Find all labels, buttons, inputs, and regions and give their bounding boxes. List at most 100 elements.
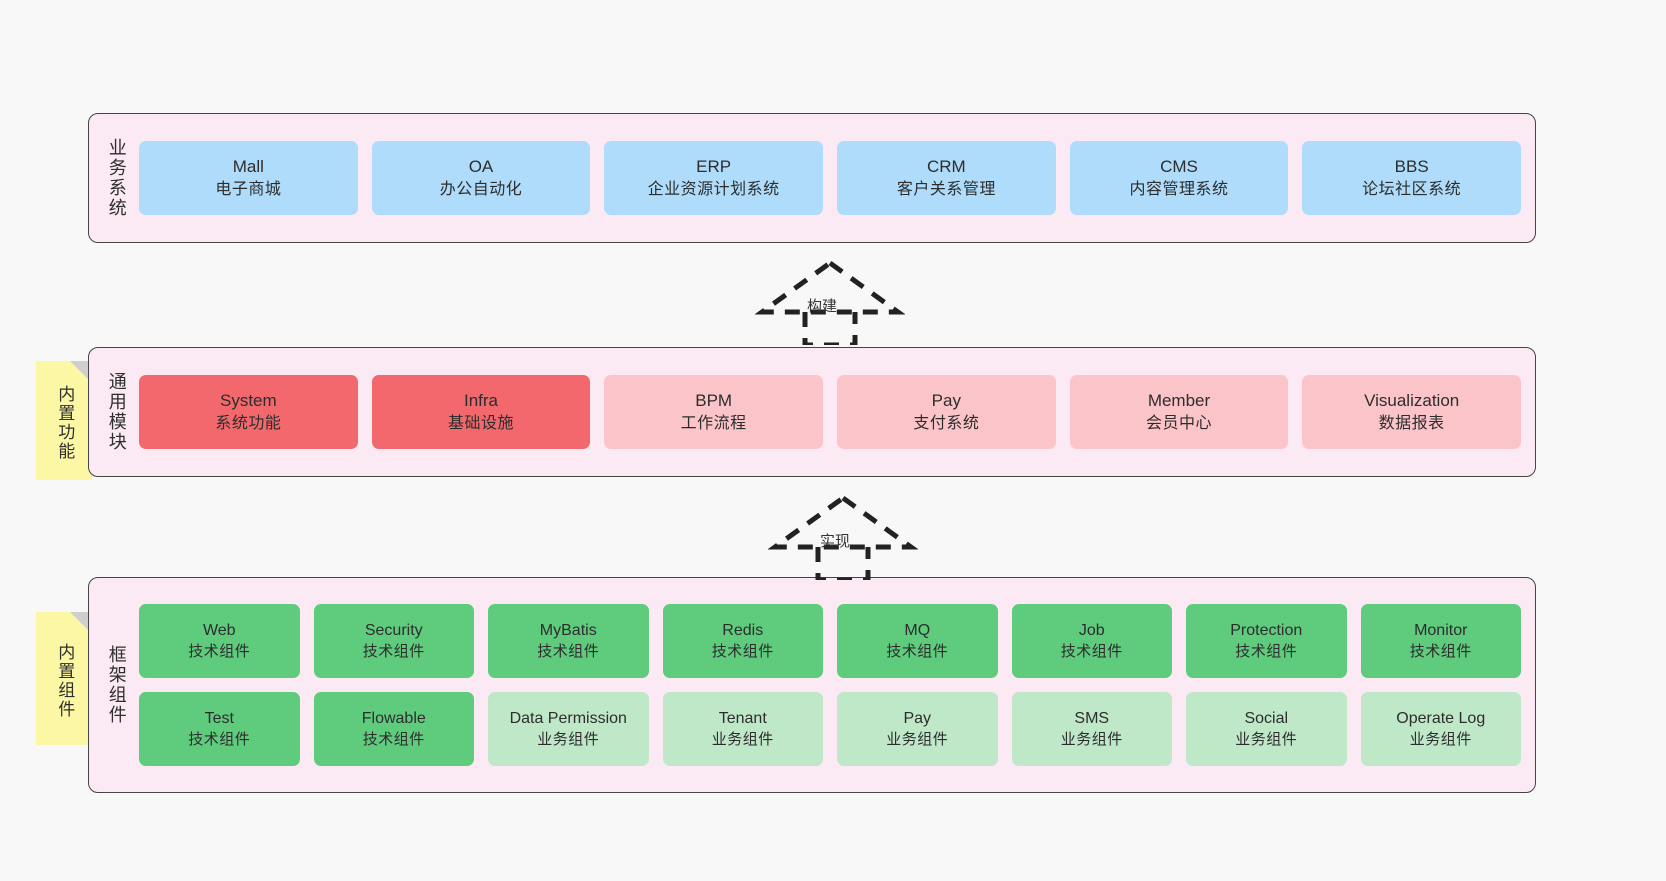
- card-subtitle: 业务组件: [1409, 730, 1472, 748]
- card-row: System 系统功能 Infra 基础设施 BPM 工作流程 Pay 支付系统…: [139, 375, 1521, 449]
- card-crm[interactable]: CRM 客户关系管理: [837, 141, 1056, 215]
- card-title: Operate Log: [1396, 710, 1486, 728]
- card-protection[interactable]: Protection 技术组件: [1186, 604, 1347, 678]
- card-title: Pay: [931, 390, 961, 410]
- card-title: ERP: [696, 156, 732, 176]
- card-title: Job: [1078, 622, 1105, 640]
- card-redis[interactable]: Redis 技术组件: [662, 604, 823, 678]
- card-subtitle: 系统功能: [215, 414, 282, 432]
- card-title: Visualization: [1364, 390, 1460, 410]
- card-title: Protection: [1230, 622, 1303, 640]
- card-test[interactable]: Test 技术组件: [139, 692, 300, 766]
- card-title: Web: [202, 622, 236, 640]
- card-row: Mall 电子商城 OA 办公自动化 ERP 企业资源计划系统 CRM 客户关系…: [139, 141, 1521, 215]
- card-row: Test 技术组件 Flowable 技术组件 Data Permission …: [139, 692, 1521, 766]
- layer-title-text: 通用模块: [106, 372, 127, 452]
- card-title: Redis: [722, 622, 764, 640]
- card-job[interactable]: Job 技术组件: [1011, 604, 1172, 678]
- card-mybatis[interactable]: MyBatis 技术组件: [488, 604, 649, 678]
- card-title: Mall: [232, 156, 264, 176]
- sticky-note-builtin-features: 内置功能: [36, 361, 92, 480]
- card-title: CRM: [926, 156, 966, 176]
- card-subtitle: 技术组件: [1409, 642, 1472, 660]
- card-title: Tenant: [718, 710, 767, 728]
- card-title: Member: [1147, 390, 1211, 410]
- card-title: CMS: [1160, 156, 1198, 176]
- card-title: Social: [1244, 710, 1289, 728]
- card-subtitle: 业务组件: [1235, 730, 1298, 748]
- connector-label: 实现: [820, 533, 851, 550]
- card-subtitle: 技术组件: [188, 730, 251, 748]
- card-infra[interactable]: Infra 基础设施: [371, 375, 591, 449]
- card-member[interactable]: Member 会员中心: [1069, 375, 1289, 449]
- card-bpm[interactable]: BPM 工作流程: [604, 375, 823, 449]
- layer-title-text: 业务系统: [106, 138, 127, 218]
- card-subtitle: 企业资源计划系统: [647, 180, 780, 198]
- card-subtitle: 业务组件: [886, 730, 949, 748]
- layer-title-common-modules: 通用模块: [89, 348, 139, 476]
- card-flowable[interactable]: Flowable 技术组件: [313, 692, 474, 766]
- card-title: Pay: [903, 710, 932, 728]
- card-bbs[interactable]: BBS 论坛社区系统: [1302, 141, 1521, 215]
- card-title: SMS: [1074, 710, 1110, 728]
- card-subtitle: 技术组件: [362, 642, 425, 660]
- card-subtitle: 内容管理系统: [1129, 180, 1229, 198]
- folded-corner-icon: [70, 361, 92, 383]
- card-operate-log[interactable]: Operate Log 业务组件: [1360, 692, 1521, 766]
- card-subtitle: 技术组件: [886, 642, 949, 660]
- card-title: Monitor: [1414, 622, 1468, 640]
- card-tenant[interactable]: Tenant 业务组件: [662, 692, 823, 766]
- card-subtitle: 办公自动化: [439, 180, 523, 198]
- card-subtitle: 论坛社区系统: [1362, 180, 1462, 198]
- connector-build: 构建: [754, 255, 906, 348]
- card-system[interactable]: System 系统功能: [139, 375, 358, 449]
- card-data-permission[interactable]: Data Permission 业务组件: [488, 692, 649, 766]
- sticky-note-label: 内置功能: [55, 384, 75, 461]
- connector-label: 构建: [807, 298, 838, 315]
- card-security[interactable]: Security 技术组件: [313, 604, 474, 678]
- card-subtitle: 业务组件: [537, 730, 600, 748]
- sticky-note-label: 内置组件: [55, 642, 75, 719]
- card-pay[interactable]: Pay 支付系统: [837, 375, 1056, 449]
- card-title: MyBatis: [539, 622, 597, 640]
- sticky-note-builtin-components: 内置组件: [36, 612, 92, 745]
- card-title: BPM: [695, 390, 733, 410]
- card-title: MQ: [904, 622, 931, 640]
- card-title: OA: [468, 156, 494, 176]
- layer-business-systems: 业务系统 Mall 电子商城 OA 办公自动化 ERP 企业资源计划系统 CRM: [88, 113, 1536, 243]
- card-monitor[interactable]: Monitor 技术组件: [1360, 604, 1521, 678]
- card-sms[interactable]: SMS 业务组件: [1011, 692, 1172, 766]
- card-subtitle: 基础设施: [447, 414, 514, 432]
- card-title: Flowable: [361, 710, 426, 728]
- card-mall[interactable]: Mall 电子商城: [139, 141, 358, 215]
- layer-framework-components: 框架组件 Web 技术组件 Security 技术组件 MyBatis 技术组件…: [88, 577, 1536, 793]
- folded-corner-icon: [70, 612, 92, 634]
- card-subtitle: 业务组件: [711, 730, 774, 748]
- layer-common-modules: 通用模块 System 系统功能 Infra 基础设施 BPM 工作流程 Pay: [88, 347, 1536, 477]
- card-subtitle: 技术组件: [1060, 642, 1123, 660]
- card-social[interactable]: Social 业务组件: [1186, 692, 1347, 766]
- card-web[interactable]: Web 技术组件: [139, 604, 300, 678]
- card-subtitle: 技术组件: [188, 642, 251, 660]
- card-pay-business[interactable]: Pay 业务组件: [837, 692, 998, 766]
- card-subtitle: 技术组件: [1235, 642, 1298, 660]
- card-oa[interactable]: OA 办公自动化: [371, 141, 591, 215]
- card-subtitle: 会员中心: [1145, 414, 1212, 432]
- card-mq[interactable]: MQ 技术组件: [837, 604, 998, 678]
- card-cms[interactable]: CMS 内容管理系统: [1069, 141, 1289, 215]
- card-title: Security: [364, 622, 423, 640]
- card-erp[interactable]: ERP 企业资源计划系统: [604, 141, 823, 215]
- connector-implement: 实现: [767, 490, 919, 583]
- layer-body-common-modules: System 系统功能 Infra 基础设施 BPM 工作流程 Pay 支付系统…: [139, 348, 1535, 476]
- card-visualization[interactable]: Visualization 数据报表: [1302, 375, 1521, 449]
- card-subtitle: 技术组件: [711, 642, 774, 660]
- card-subtitle: 技术组件: [537, 642, 600, 660]
- card-title: BBS: [1394, 156, 1429, 176]
- card-title: Data Permission: [509, 710, 627, 728]
- layer-title-text: 框架组件: [106, 645, 127, 725]
- card-subtitle: 电子商城: [215, 180, 282, 198]
- card-subtitle: 工作流程: [680, 414, 747, 432]
- layer-title-business-systems: 业务系统: [89, 114, 139, 242]
- card-subtitle: 业务组件: [1060, 730, 1123, 748]
